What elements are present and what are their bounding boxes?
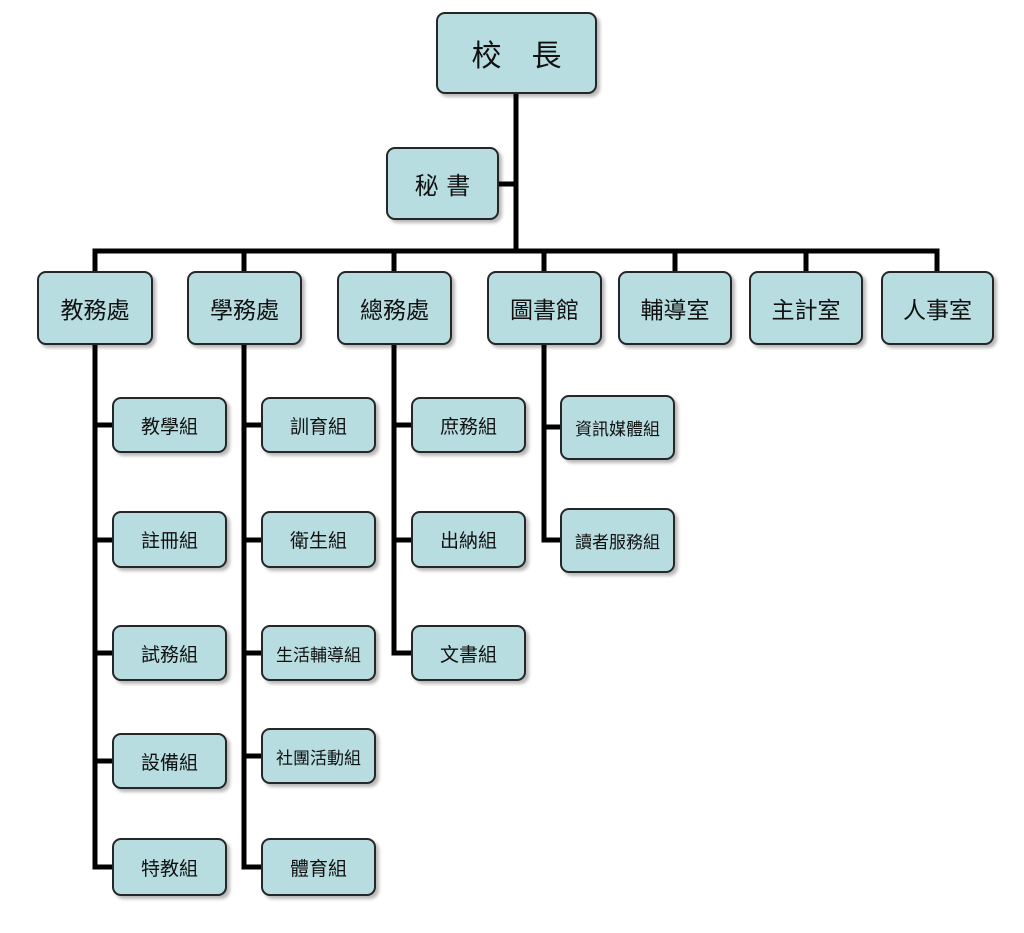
unit-label: 試務組 xyxy=(140,643,198,666)
unit-label: 衛生組 xyxy=(289,530,347,552)
unit-label: 出納組 xyxy=(439,530,497,552)
unit-box: 特教組 xyxy=(112,838,227,896)
unit-box: 衛生組 xyxy=(261,511,376,568)
principal-label: 校 長 xyxy=(471,39,562,74)
department-box-academic-affairs: 教務處 xyxy=(37,271,153,345)
unit-box: 教學組 xyxy=(112,397,227,453)
department-label: 圖書館 xyxy=(510,298,579,324)
unit-label: 庶務組 xyxy=(439,415,497,438)
unit-box: 註冊組 xyxy=(112,511,227,568)
unit-box: 資訊媒體組 xyxy=(560,395,675,460)
unit-label: 設備組 xyxy=(140,751,198,774)
department-label: 輔導室 xyxy=(640,298,710,324)
unit-box: 體育組 xyxy=(261,838,376,896)
unit-label: 文書組 xyxy=(439,643,497,666)
unit-box: 生活輔導組 xyxy=(261,625,376,681)
unit-box: 訓育組 xyxy=(261,397,376,453)
principal-box: 校 長 xyxy=(436,12,597,94)
department-box-personnel: 人事室 xyxy=(881,271,994,345)
unit-box: 出納組 xyxy=(411,511,526,568)
secretary-box: 秘 書 xyxy=(386,147,499,220)
unit-box: 文書組 xyxy=(411,625,526,681)
unit-box: 試務組 xyxy=(112,625,227,681)
department-label: 教務處 xyxy=(60,298,130,324)
unit-label: 體育組 xyxy=(289,857,347,880)
unit-box: 庶務組 xyxy=(411,397,526,453)
department-label: 學務處 xyxy=(210,298,279,324)
unit-label: 生活輔導組 xyxy=(276,645,361,666)
department-label: 主計室 xyxy=(771,298,841,324)
department-box-counseling: 輔導室 xyxy=(618,271,732,345)
department-box-accounting: 主計室 xyxy=(749,271,863,345)
unit-label: 讀者服務組 xyxy=(575,533,660,553)
department-box-general-affairs: 總務處 xyxy=(337,271,452,345)
unit-box: 設備組 xyxy=(112,733,227,789)
unit-box: 讀者服務組 xyxy=(560,508,675,573)
unit-label: 社團活動組 xyxy=(276,748,361,769)
unit-label: 註冊組 xyxy=(140,530,198,552)
unit-label: 訓育組 xyxy=(289,415,347,438)
department-box-library: 圖書館 xyxy=(487,271,602,345)
connector-line-group xyxy=(92,91,940,870)
department-box-student-affairs: 學務處 xyxy=(187,271,302,345)
unit-box: 社團活動組 xyxy=(261,728,376,784)
department-label: 總務處 xyxy=(360,298,429,324)
secretary-label: 秘 書 xyxy=(414,172,471,200)
unit-label: 資訊媒體組 xyxy=(575,420,660,440)
department-label: 人事室 xyxy=(903,298,972,324)
unit-label: 教學組 xyxy=(140,415,198,438)
unit-label: 特教組 xyxy=(140,857,198,880)
